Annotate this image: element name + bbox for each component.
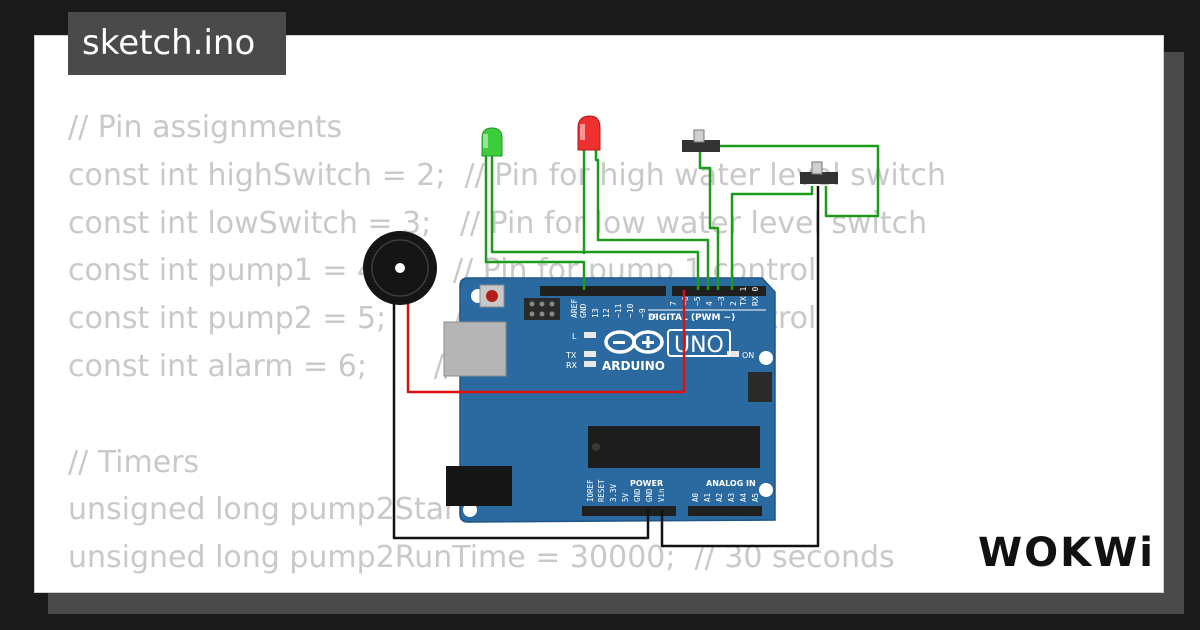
- pin-label: A4: [739, 492, 748, 502]
- pin-label: 5V: [621, 492, 630, 502]
- file-name-tag: sketch.ino: [68, 12, 286, 75]
- led-on-label: ON: [742, 351, 754, 360]
- wire-buzzer-signal[interactable]: [406, 290, 686, 394]
- wokwi-logo-text: WOKWi: [978, 530, 1154, 576]
- led-red-icon[interactable]: [577, 115, 601, 151]
- power-jack: [446, 466, 512, 506]
- code-line: // Pin assignments: [68, 110, 343, 145]
- pin-label: GND: [579, 303, 588, 318]
- wire-buzzer-gnd[interactable]: [392, 296, 650, 540]
- code-line: unsigned long pump2Start: [68, 492, 469, 528]
- pin-label: TX 1: [739, 287, 748, 306]
- pin-label: ~10: [626, 303, 635, 318]
- wire-red-led[interactable]: [594, 148, 710, 290]
- pin-label: A3: [727, 493, 736, 502]
- pin-label: 3.3V: [609, 483, 618, 502]
- pin-label: GND: [645, 488, 654, 502]
- pin-label: Vin: [657, 488, 666, 502]
- arduino-infinity-logo: [604, 330, 664, 354]
- led-rx-label: RX: [566, 361, 578, 370]
- wokwi-logo: WOKWi: [978, 530, 1154, 576]
- pin-label: IOREF: [586, 479, 595, 502]
- buzzer-icon[interactable]: [363, 231, 437, 305]
- pin-label: 4: [705, 301, 714, 306]
- pin-label: ~11: [614, 303, 623, 318]
- digital-label: DIGITAL (PWM ~): [648, 313, 735, 323]
- icsp-header: [524, 298, 560, 320]
- pin-label: A5: [751, 493, 760, 502]
- wire-green-led-gnd[interactable]: [484, 152, 586, 290]
- digital-header-right: [672, 286, 766, 296]
- code-line: unsigned long pump2RunTime = 30000; // 3…: [68, 540, 895, 576]
- pin-label: AREF: [570, 299, 579, 318]
- pin-label: RX 0: [751, 287, 760, 306]
- pin-label: 12: [602, 308, 611, 318]
- pin-label: 7: [669, 301, 678, 306]
- pin-label: 2: [729, 301, 738, 306]
- usb-port: [443, 321, 507, 377]
- pin-label: ~9: [638, 308, 647, 318]
- pin-label: A0: [691, 492, 700, 502]
- code-line: const int highSwitch = 2; // Pin for hig…: [68, 157, 946, 193]
- pin-label: 8: [650, 313, 659, 318]
- pin-label: ~5: [693, 296, 702, 306]
- pin-label: A2: [715, 493, 724, 502]
- wire-switch-vcc[interactable]: [712, 144, 880, 218]
- pin-label: RESET: [597, 479, 606, 502]
- analog-label: ANALOG IN: [706, 479, 756, 488]
- pin-label: GND: [633, 488, 642, 502]
- code-line: const int lowSwitch = 3; // Pin for low …: [68, 205, 928, 241]
- power-label: POWER: [630, 479, 663, 488]
- icsp-header-2: [748, 372, 772, 402]
- board-model: UNO: [674, 333, 724, 358]
- pin-label: 13: [591, 308, 600, 318]
- led-l-label: L: [572, 332, 577, 341]
- pin-label: ~3: [717, 296, 726, 306]
- analog-header: [688, 506, 762, 516]
- slide-switch-icon[interactable]: [800, 161, 838, 184]
- pin-label: A1: [703, 493, 712, 502]
- arduino-uno-board[interactable]: AREF GND 13 12 ~11 ~10 ~9 8 7 ~6 ~5 4 ~3…: [443, 277, 776, 523]
- board-brand: ARDUINO: [602, 359, 665, 373]
- wire-switch-1[interactable]: [698, 152, 720, 290]
- power-header: [582, 506, 676, 516]
- slide-switch-icon[interactable]: [682, 129, 720, 152]
- led-tx-label: TX: [565, 351, 577, 360]
- led-green-icon[interactable]: [481, 127, 503, 157]
- digital-header-left: [540, 286, 666, 296]
- wire-green-led[interactable]: [490, 152, 700, 290]
- wire-switch-gnd[interactable]: [660, 186, 820, 548]
- microcontroller-chip: [588, 426, 760, 468]
- code-line: // Timers: [68, 444, 200, 480]
- wire-switch-2[interactable]: [730, 186, 814, 290]
- pin-label: ~6: [681, 296, 690, 306]
